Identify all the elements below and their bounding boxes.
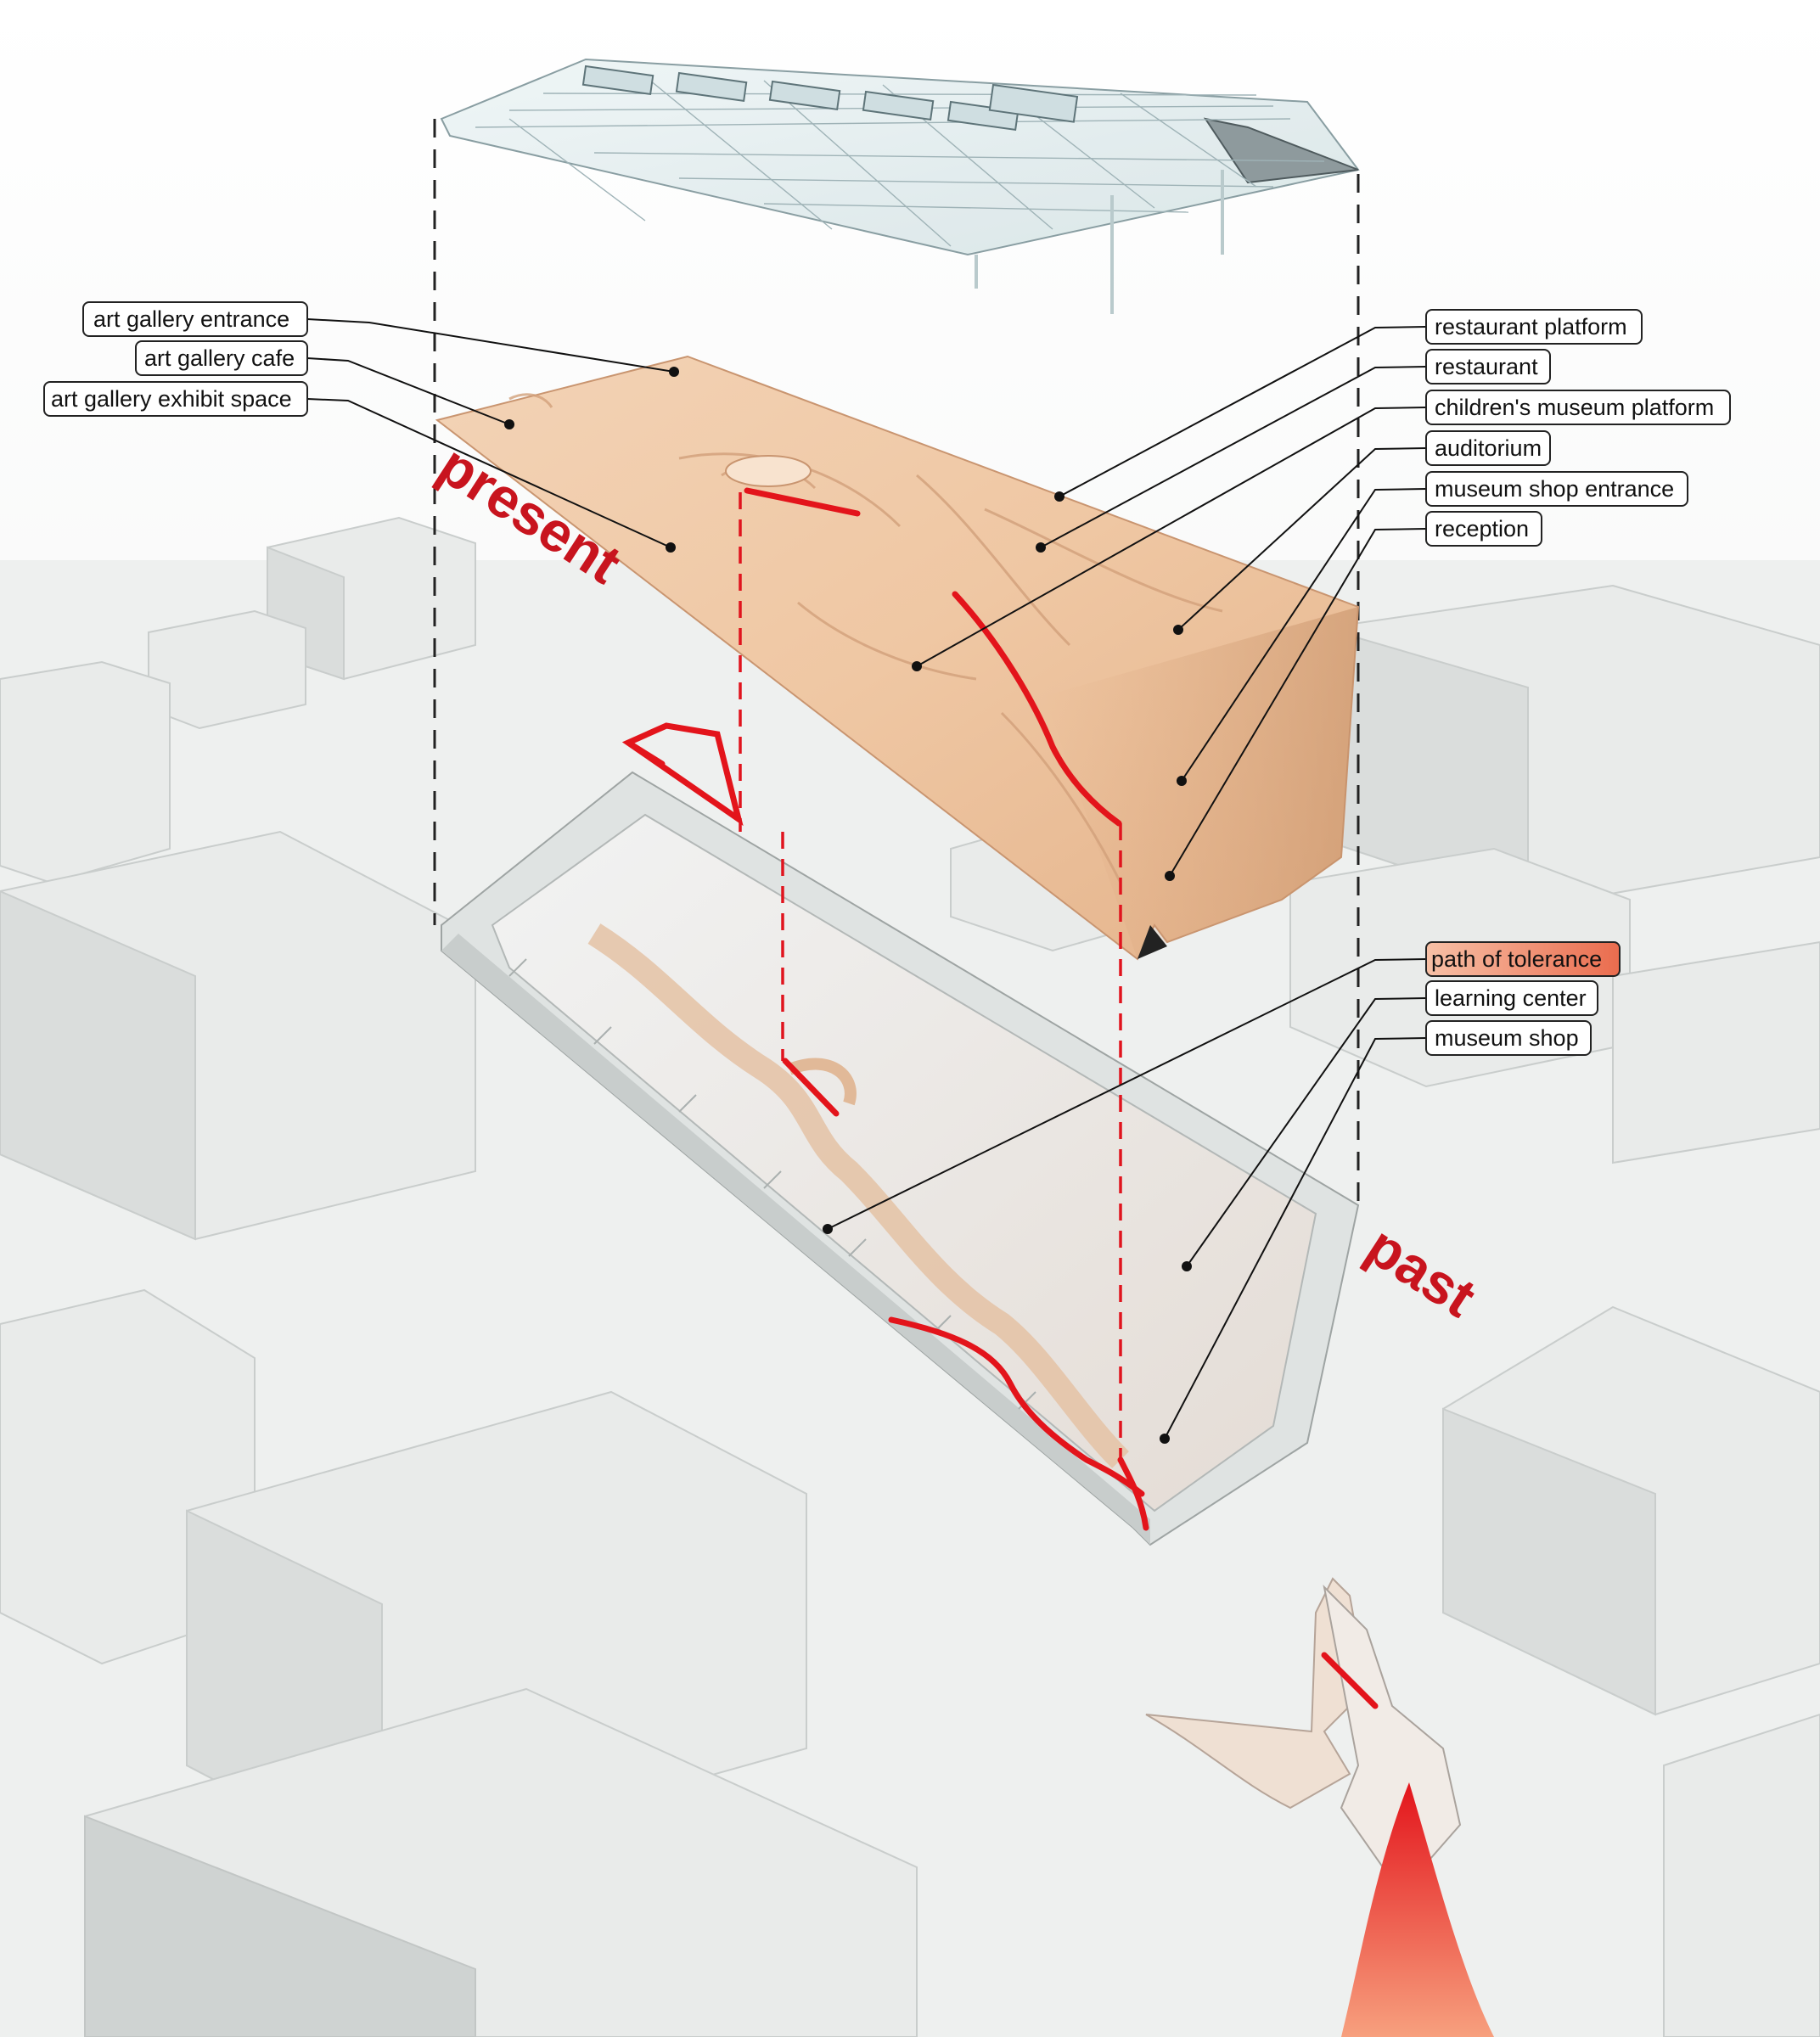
present-platform: [435, 355, 1360, 961]
label-text: reception: [1435, 516, 1529, 542]
leader-dots: [504, 367, 1192, 1444]
label-text: restaurant platform: [1435, 314, 1627, 340]
underground-entrance: [1145, 1577, 1494, 2037]
label-text: art gallery cafe: [144, 345, 295, 371]
label-art-gallery-entrance: art gallery entrance: [82, 301, 308, 337]
label-text: path of tolerance: [1431, 946, 1602, 972]
label-auditorium: auditorium: [1425, 430, 1551, 466]
label-restaurant-platform: restaurant platform: [1425, 309, 1643, 345]
label-learning-center: learning center: [1425, 980, 1598, 1016]
label-museum-shop-entrance: museum shop entrance: [1425, 471, 1688, 507]
label-art-gallery-exhibit-space: art gallery exhibit space: [43, 381, 308, 417]
label-text: learning center: [1435, 985, 1587, 1011]
label-text: auditorium: [1435, 435, 1542, 461]
label-text: museum shop: [1435, 1025, 1579, 1051]
label-path-of-tolerance: path of tolerance: [1425, 941, 1621, 977]
label-restaurant: restaurant: [1425, 349, 1551, 384]
label-childrens-museum-platform: children's museum platform: [1425, 390, 1731, 425]
label-text: museum shop entrance: [1435, 476, 1674, 502]
historic-building: [441, 722, 1360, 1546]
glass-roof-structure: [440, 58, 1360, 314]
label-text: children's museum platform: [1435, 395, 1714, 420]
context-buildings: [0, 516, 1820, 2037]
label-text: art gallery entrance: [93, 306, 289, 332]
label-text: restaurant: [1435, 354, 1538, 379]
leader-lines: [306, 318, 1427, 1439]
label-reception: reception: [1425, 511, 1542, 547]
label-museum-shop: museum shop: [1425, 1020, 1592, 1056]
label-art-gallery-cafe: art gallery cafe: [135, 340, 308, 376]
label-text: art gallery exhibit space: [51, 386, 292, 412]
